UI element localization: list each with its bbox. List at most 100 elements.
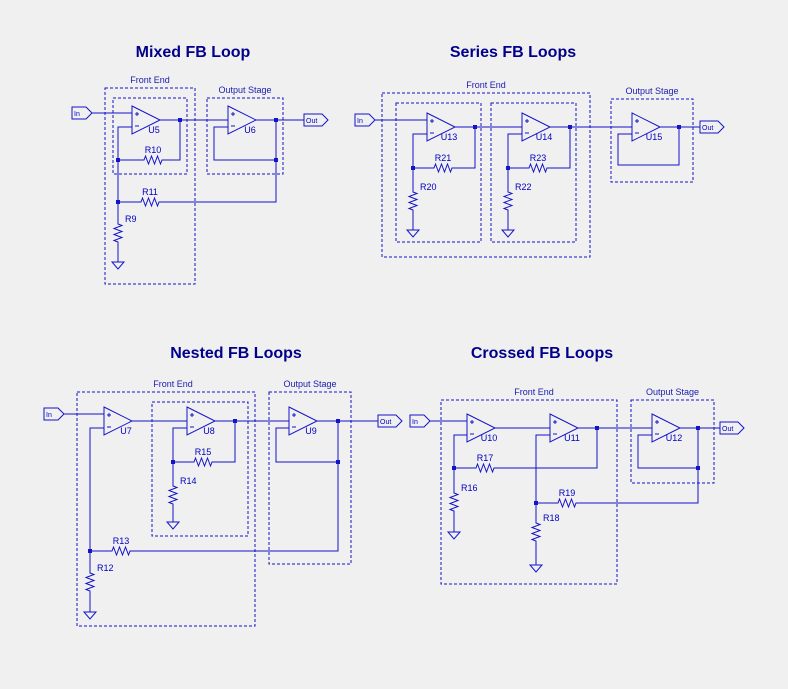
resistor-symbol (552, 497, 582, 509)
output-port-label: Out (306, 118, 317, 125)
opamp-symbol (186, 406, 217, 436)
opamp-label-u13: U13 (441, 132, 458, 142)
input-port: In (354, 113, 376, 127)
nested-inner-box (151, 401, 249, 537)
resistor-symbol (106, 545, 136, 557)
port-shape (303, 113, 329, 127)
port-shape (43, 407, 65, 421)
series-output-stage-box (610, 98, 694, 183)
opamp-label-u8: U8 (203, 426, 215, 436)
wire (553, 127, 571, 169)
junction-dot (116, 158, 120, 162)
resistor-r19: R19 (552, 488, 582, 509)
opamp-symbol (426, 112, 457, 142)
resistor-symbol (84, 567, 96, 597)
junction-dot (506, 166, 510, 170)
ground-symbol (528, 564, 544, 573)
wire (136, 421, 339, 552)
opamp-label-u7: U7 (120, 426, 132, 436)
wire (89, 427, 104, 567)
opamp-symbol (651, 413, 682, 443)
resistor-r18: R18 (530, 513, 560, 547)
crossed-front-end-box (440, 399, 618, 585)
input-port: In (71, 106, 93, 120)
wire (117, 126, 132, 218)
resistor-label-r21: R21 (435, 153, 452, 163)
crossed-output-stage-box (630, 399, 715, 484)
resistor-symbol (407, 186, 419, 216)
opamp-symbol (103, 406, 134, 436)
mixed-inner-box (112, 97, 188, 175)
title-nested: Nested FB Loops (170, 345, 302, 362)
ground-symbol (82, 611, 98, 620)
mixed-output-stage-box-label: Output Stage (218, 85, 271, 95)
resistor-symbol (135, 196, 165, 208)
opamp-u5: U5 (131, 105, 162, 135)
wire (172, 427, 187, 480)
crossed-output-stage-box-label: Output Stage (646, 387, 699, 397)
opamp-u12: U12 (651, 413, 682, 443)
wire (275, 427, 338, 463)
nested-front-end-box (76, 391, 256, 627)
wire (458, 127, 476, 169)
resistor-symbol (523, 162, 553, 174)
mixed-front-end-box-label: Front End (130, 75, 170, 85)
wire (165, 120, 277, 203)
resistor-symbol (167, 480, 179, 510)
junction-dot (178, 118, 182, 122)
wire (218, 421, 236, 463)
resistor-label-r23: R23 (530, 153, 547, 163)
output-port-label: Out (702, 125, 713, 132)
opamp-label-u11: U11 (564, 433, 580, 443)
opamp-u14: U14 (521, 112, 553, 142)
opamp-label-u5: U5 (148, 125, 160, 135)
input-port: In (43, 407, 65, 421)
opamp-u15: U15 (631, 112, 662, 142)
resistor-r16: R16 (448, 483, 478, 517)
wire (637, 434, 698, 469)
title-series: Series FB Loops (450, 44, 576, 61)
opamp-u10: U10 (466, 413, 498, 443)
resistor-symbol (470, 462, 500, 474)
wire (412, 133, 427, 186)
opamp-label-u10: U10 (481, 433, 498, 443)
ground-symbol (405, 229, 421, 238)
output-port: Out (699, 120, 725, 134)
resistor-label-r11: R11 (142, 187, 158, 197)
title-mixed: Mixed FB Loop (136, 44, 251, 61)
opamp-label-u9: U9 (305, 426, 317, 436)
opamp-label-u6: U6 (244, 125, 256, 135)
opamp-label-u14: U14 (536, 132, 553, 142)
series-inner-box-2 (490, 102, 577, 243)
resistor-r11: R11 (135, 187, 165, 208)
resistor-r23: R23 (523, 153, 553, 174)
resistor-symbol (112, 218, 124, 248)
wire (582, 428, 699, 504)
output-port: Out (303, 113, 329, 127)
resistor-label-r15: R15 (195, 447, 212, 457)
resistor-r9: R9 (112, 214, 137, 248)
resistor-label-r22: R22 (515, 182, 532, 192)
opamp-symbol (227, 105, 258, 135)
mixed-front-end-box (104, 87, 196, 285)
ground-symbol (110, 261, 126, 270)
resistor-symbol (448, 487, 460, 517)
wire (453, 434, 467, 487)
opamp-u6: U6 (227, 105, 258, 135)
series-output-stage-box-label: Output Stage (625, 86, 678, 96)
junction-dot (411, 166, 415, 170)
output-port-label: Out (722, 426, 733, 433)
input-port: In (409, 414, 431, 428)
opamp-symbol (131, 105, 162, 135)
output-port: Out (719, 421, 745, 435)
junction-dot (171, 460, 175, 464)
port-shape (409, 414, 431, 428)
resistor-label-r14: R14 (180, 476, 197, 486)
wire (507, 133, 522, 186)
output-port-label: Out (380, 419, 391, 426)
ground-symbol (165, 521, 181, 530)
resistor-label-r10: R10 (145, 145, 162, 155)
series-front-end-box-label: Front End (466, 80, 506, 90)
opamp-symbol (288, 406, 319, 436)
junction-dot (88, 549, 92, 553)
